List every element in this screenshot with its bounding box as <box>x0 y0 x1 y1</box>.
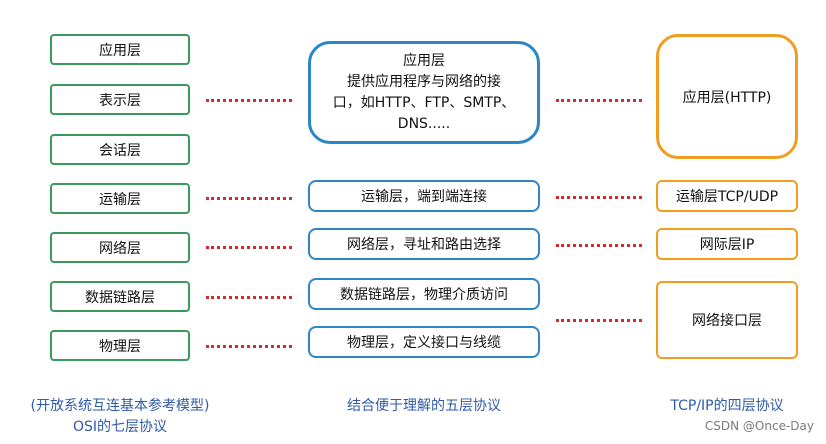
osi-layer-network: 网络层 <box>50 232 190 263</box>
connector-five-application-to-tcpip <box>556 99 642 102</box>
five-layer-application-desc-3: DNS..... <box>397 115 451 132</box>
caption-five: 结合便于理解的五层协议 <box>308 396 540 417</box>
five-layer-physical: 物理层，定义接口与线缆 <box>308 326 540 358</box>
tcpip-layer-label: 网际层IP <box>699 237 755 253</box>
caption-tcpip: TCP/IP的四层协议 <box>640 396 814 417</box>
connector-osi-physical-to-five <box>206 345 292 348</box>
tcpip-layer-label: 运输层TCP/UDP <box>675 189 779 205</box>
five-layer-application-desc-2: 口，如HTTP、FTP、SMTP、 <box>332 94 516 111</box>
caption-osi-line-2: OSI的七层协议 <box>72 419 168 435</box>
connector-osi-network-to-five <box>206 246 292 249</box>
connector-osi-transport-to-five <box>206 197 292 200</box>
osi-layer-presentation: 表示层 <box>50 84 190 115</box>
five-layer-transport: 运输层，端到端连接 <box>308 180 540 212</box>
five-layer-application-title: 应用层 <box>403 52 445 69</box>
osi-layer-label: 表示层 <box>99 92 141 109</box>
five-layer-network: 网络层，寻址和路由选择 <box>308 228 540 260</box>
five-layer-label: 运输层，端到端连接 <box>361 189 487 205</box>
five-layer-application-desc-1: 提供应用程序与网络的接 <box>347 73 501 90</box>
five-layer-label: 物理层，定义接口与线缆 <box>347 335 501 351</box>
five-layer-label: 网络层，寻址和路由选择 <box>347 237 501 253</box>
osi-layer-label: 数据链路层 <box>85 289 155 306</box>
tcpip-layer-label: 网络接口层 <box>692 313 762 329</box>
osi-layer-transport: 运输层 <box>50 183 190 214</box>
five-layer-application: 应用层 提供应用程序与网络的接 口，如HTTP、FTP、SMTP、 DNS...… <box>308 41 540 144</box>
caption-tcpip-text: TCP/IP的四层协议 <box>670 398 784 414</box>
tcpip-layer-link: 网络接口层 <box>656 281 798 359</box>
connector-five-network-to-tcpip <box>556 244 642 247</box>
five-layer-datalink: 数据链路层，物理介质访问 <box>308 278 540 310</box>
tcpip-layer-transport: 运输层TCP/UDP <box>656 180 798 212</box>
osi-layer-label: 应用层 <box>99 42 141 59</box>
osi-layer-application: 应用层 <box>50 34 190 65</box>
connector-osi-datalink-to-five <box>206 296 292 299</box>
tcpip-layer-application: 应用层(HTTP) <box>656 34 798 159</box>
connector-five-datalink-to-tcpip <box>556 319 642 322</box>
osi-layer-datalink: 数据链路层 <box>50 281 190 312</box>
caption-osi: (开放系统互连基本参考模型) OSI的七层协议 <box>0 396 240 438</box>
osi-layer-label: 运输层 <box>99 191 141 208</box>
osi-layer-label: 会话层 <box>99 142 141 159</box>
connector-five-transport-to-tcpip <box>556 196 642 199</box>
watermark: CSDN @Once-Day <box>704 419 814 433</box>
tcpip-layer-label: 应用层(HTTP) <box>682 89 772 106</box>
osi-layer-label: 物理层 <box>99 338 141 355</box>
osi-layer-label: 网络层 <box>99 240 141 257</box>
five-layer-label: 数据链路层，物理介质访问 <box>340 287 508 303</box>
connector-osi-presentation-to-five <box>206 99 292 102</box>
tcpip-layer-internet: 网际层IP <box>656 228 798 260</box>
caption-five-text: 结合便于理解的五层协议 <box>347 398 501 414</box>
caption-osi-line-1: (开放系统互连基本参考模型) <box>30 398 210 414</box>
osi-layer-physical: 物理层 <box>50 330 190 361</box>
osi-layer-session: 会话层 <box>50 134 190 165</box>
